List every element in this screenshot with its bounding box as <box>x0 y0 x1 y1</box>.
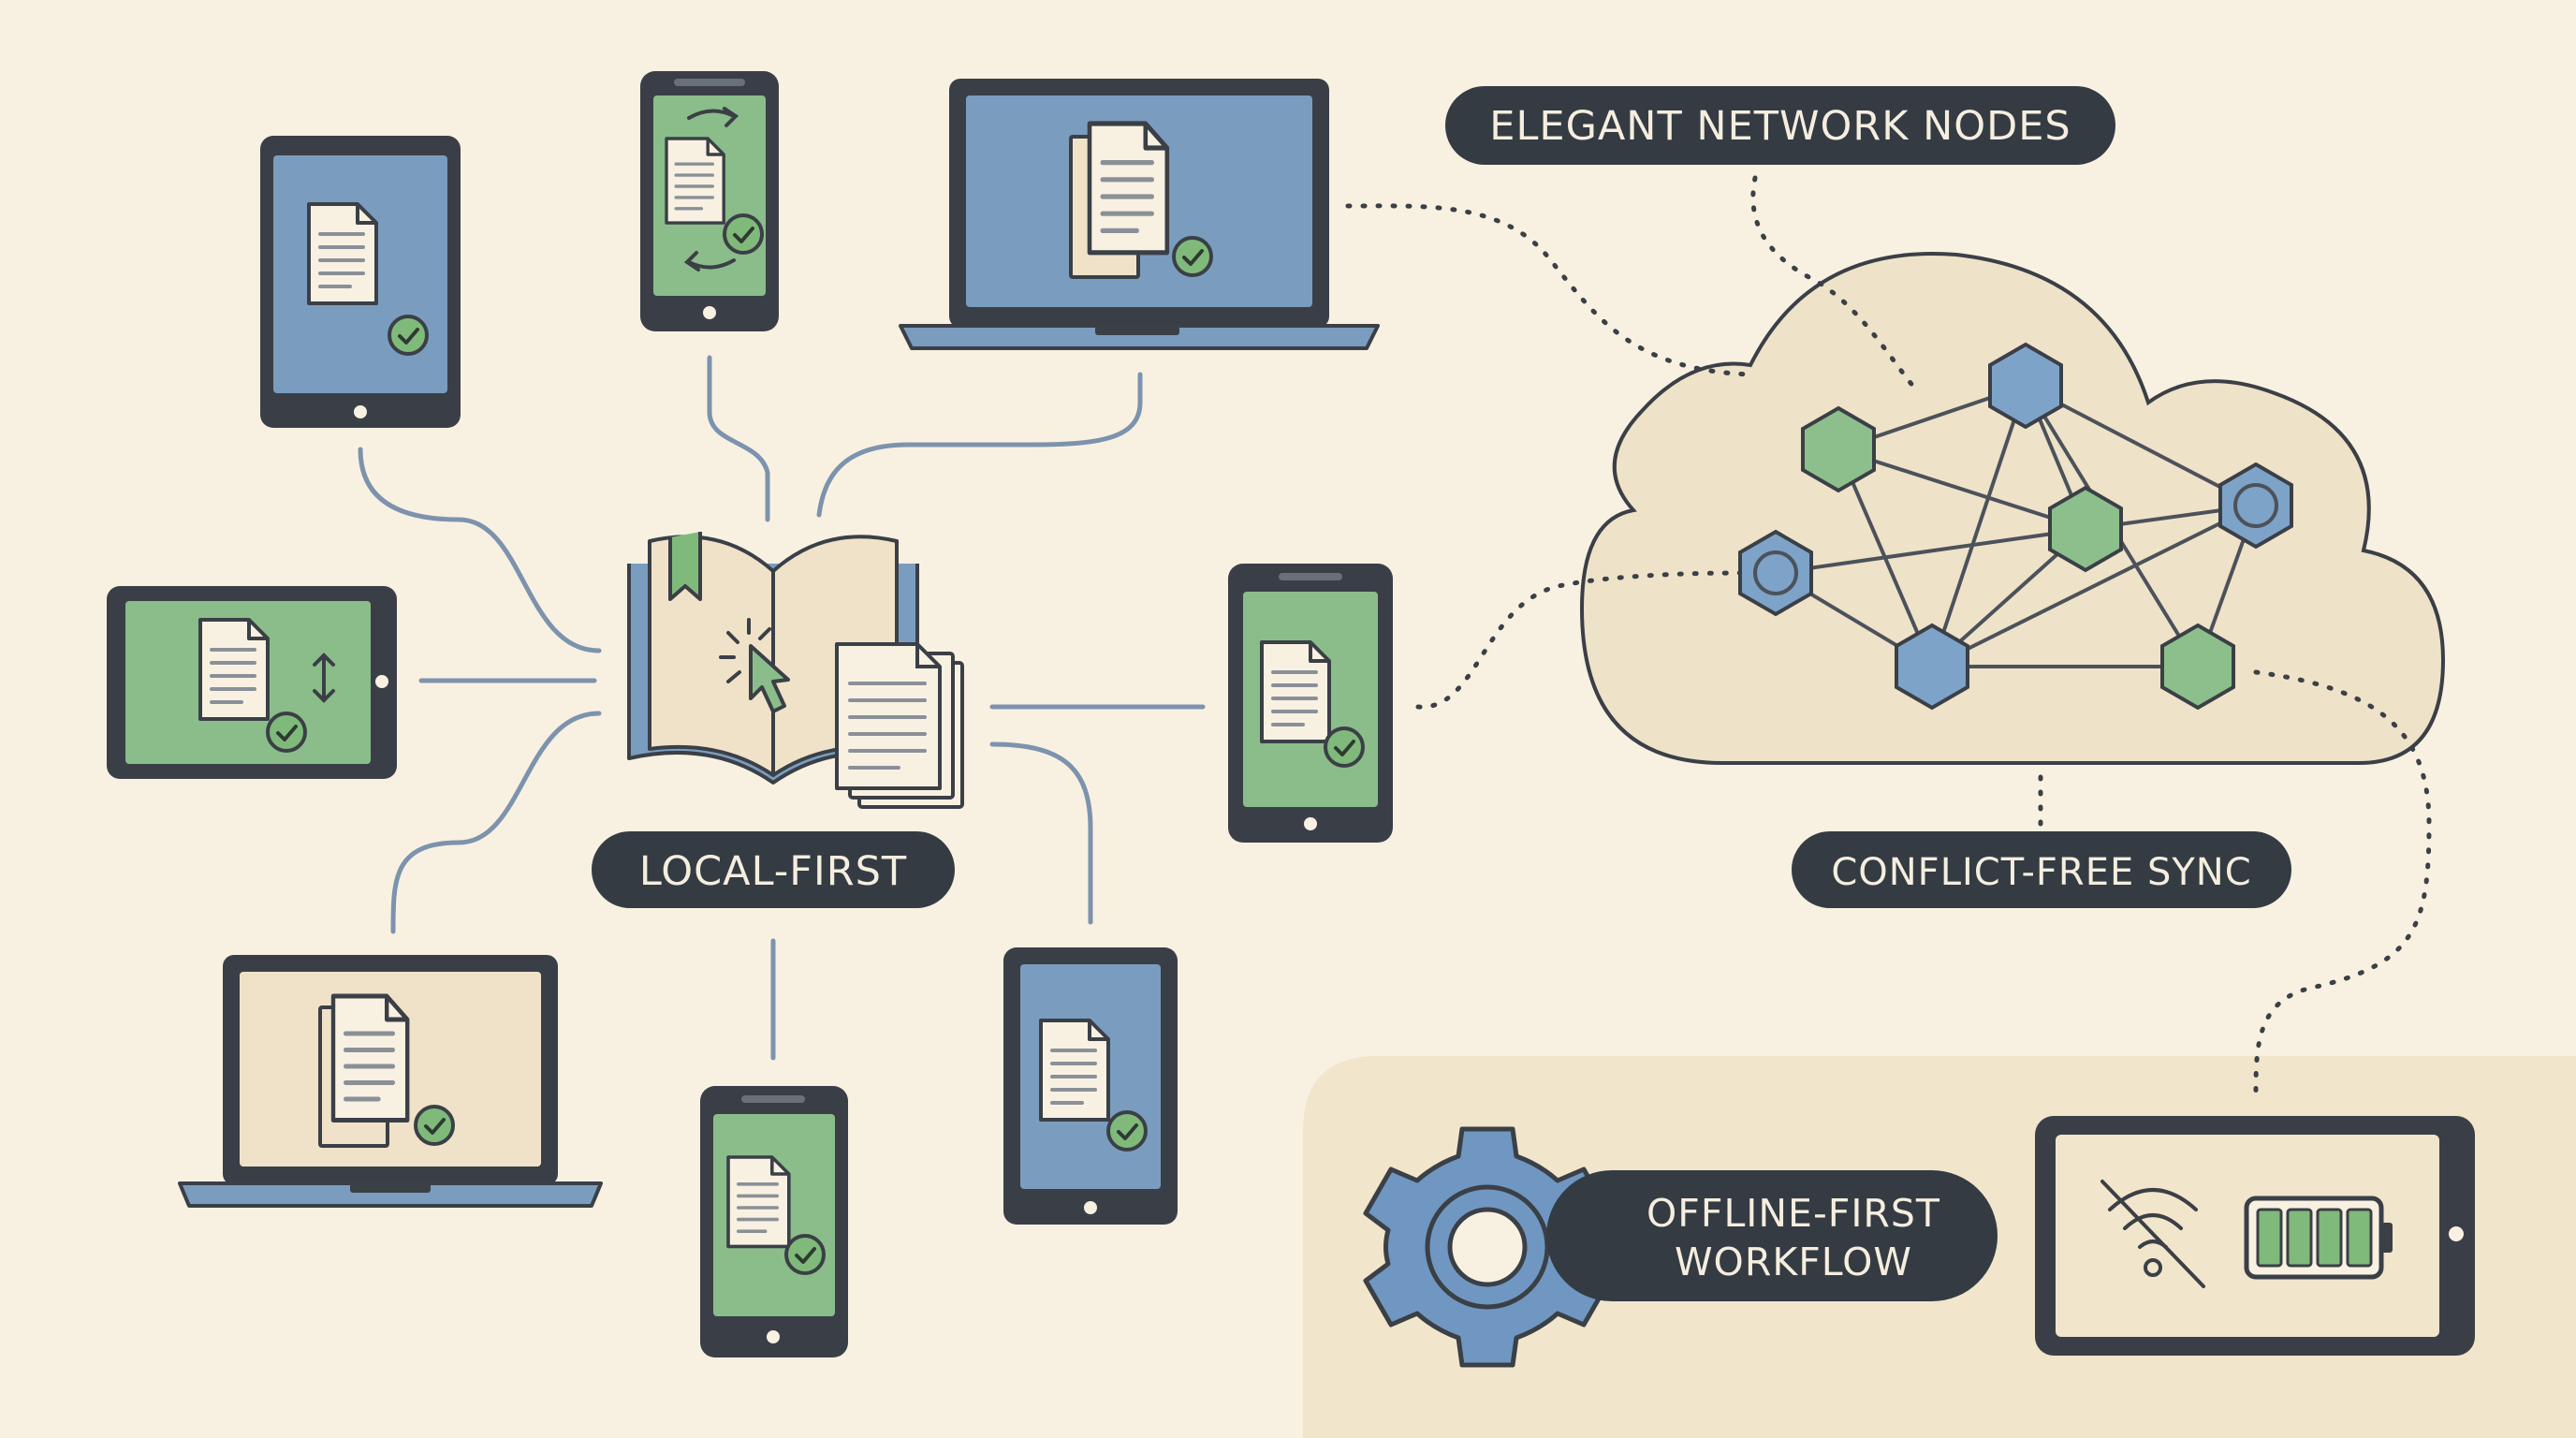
network-nodes <box>1738 342 2293 711</box>
local-first-pill <box>592 831 955 908</box>
check-circle-icon <box>723 213 764 255</box>
dotted-connectors <box>1345 175 2432 1098</box>
offline-first-pill <box>1546 1170 1998 1301</box>
network-nodes-pill <box>1445 86 2115 165</box>
node-blue <box>1738 529 1813 617</box>
document-icon <box>1260 640 1331 743</box>
cloud-shape <box>1579 252 2446 765</box>
node-green <box>2048 485 2123 573</box>
phone-device <box>640 71 779 331</box>
open-book-with-cursor-icon <box>627 532 964 809</box>
document-icon <box>333 996 407 1121</box>
document-icon <box>726 1155 791 1249</box>
node-green <box>2160 623 2235 711</box>
check-circle-icon <box>414 1105 455 1146</box>
check-circle-icon <box>266 712 307 753</box>
wifi-off-icon <box>2100 1180 2205 1288</box>
document-icon <box>1090 124 1167 253</box>
local-first-label: LOCAL-FIRST <box>639 848 907 895</box>
node-blue <box>1988 342 2063 430</box>
check-circle-icon <box>388 315 429 356</box>
document-icon <box>198 618 270 721</box>
document-icon <box>307 202 378 305</box>
phone-device <box>700 1086 848 1357</box>
resize-arrows-icon <box>313 653 335 703</box>
document-icon <box>1039 1019 1110 1122</box>
hub-connectors <box>358 355 1206 1061</box>
sync-label: CONFLICT-FREE SYNC <box>1831 851 2251 894</box>
tablet-device <box>1003 947 1178 1225</box>
phone-device <box>1228 564 1393 843</box>
laptop-device <box>899 79 1380 350</box>
tablet-device <box>107 586 397 779</box>
node-blue <box>1895 623 1969 711</box>
check-circle-icon <box>1324 726 1365 768</box>
sync-arrows-icon <box>683 107 739 271</box>
check-circle-icon <box>784 1234 826 1275</box>
battery-full-icon <box>2244 1196 2393 1280</box>
laptop-device <box>178 955 603 1208</box>
offline-label-line1: OFFLINE-FIRST <box>1647 1191 1940 1236</box>
tablet-device <box>260 136 461 428</box>
network-nodes-label: ELEGANT NETWORK NODES <box>1489 103 2071 150</box>
check-circle-icon <box>1106 1110 1148 1152</box>
offline-label-line2: WORKFLOW <box>1675 1240 1912 1284</box>
sync-pill <box>1792 831 2291 908</box>
node-green <box>1801 405 1876 493</box>
offline-tablet-device <box>2035 1116 2475 1356</box>
node-blue <box>2218 462 2293 550</box>
document-icon <box>665 137 725 225</box>
check-circle-icon <box>1172 236 1213 277</box>
gear-icon <box>1363 1126 1612 1368</box>
